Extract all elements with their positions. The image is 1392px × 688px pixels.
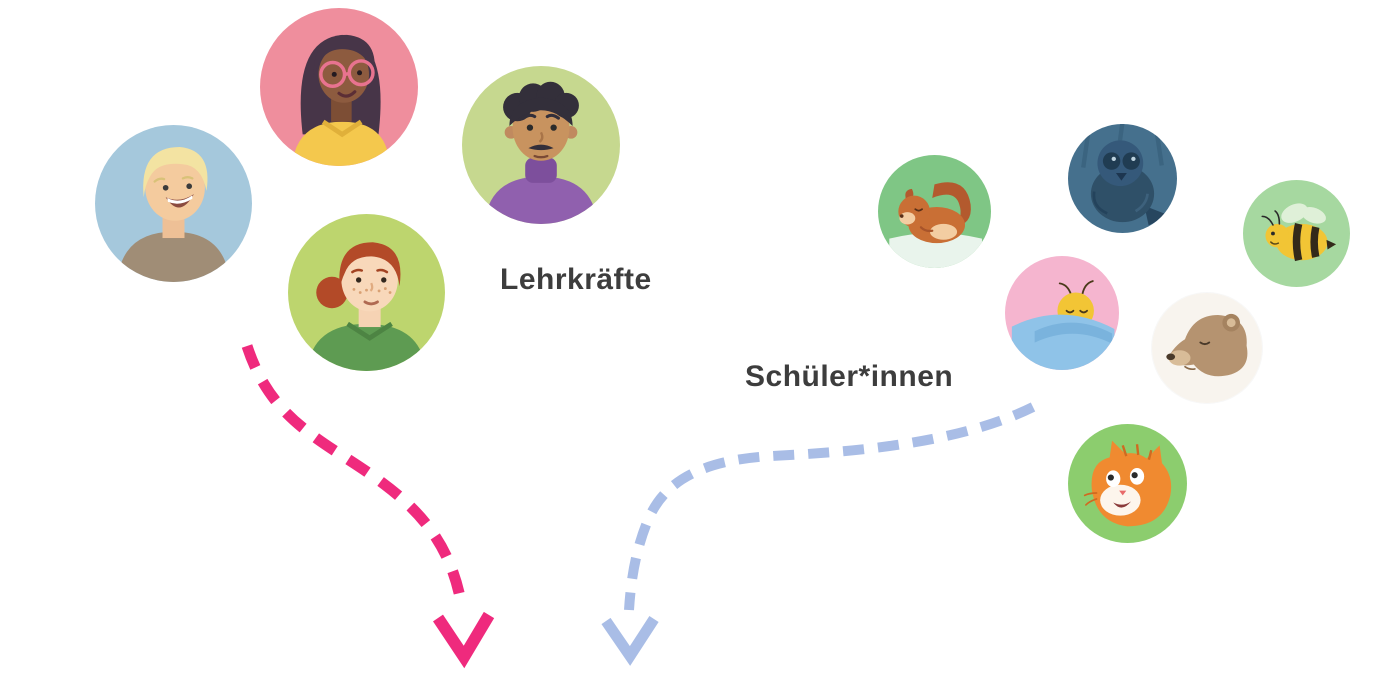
redhead-woman-illustration	[288, 214, 445, 371]
avatar-teacher-blonde-person	[95, 125, 252, 282]
woman-pink-glasses-illustration	[260, 8, 418, 166]
blonde-person-illustration	[95, 125, 252, 282]
squirrel-illustration	[878, 155, 991, 268]
avatar-teacher-redhead-woman	[288, 214, 445, 371]
teachers-flow-arrow	[241, 344, 467, 604]
bird-illustration	[1068, 124, 1177, 233]
avatar-teacher-man-mustache	[462, 66, 620, 224]
students-flow-arrow	[624, 402, 1036, 611]
bear-illustration	[1152, 293, 1262, 403]
avatar-student-squirrel	[878, 155, 991, 268]
cat-illustration	[1068, 424, 1187, 543]
teachers-arrowhead-icon	[433, 611, 495, 669]
sleeping-bee-illustration	[1005, 256, 1119, 370]
avatar-teacher-woman-pink-glasses	[260, 8, 418, 166]
students-group-label: Schüler*innen	[745, 360, 954, 393]
man-mustache-illustration	[462, 66, 620, 224]
bee-illustration	[1243, 180, 1350, 287]
avatar-student-bee	[1243, 180, 1350, 287]
avatar-student-cat	[1068, 424, 1187, 543]
avatar-student-sleeping-bee	[1005, 256, 1119, 370]
avatar-student-bear	[1152, 293, 1262, 403]
teachers-group-label: Lehrkräfte	[500, 263, 652, 296]
students-arrowhead-icon	[601, 616, 659, 666]
avatar-student-bird	[1068, 124, 1177, 233]
